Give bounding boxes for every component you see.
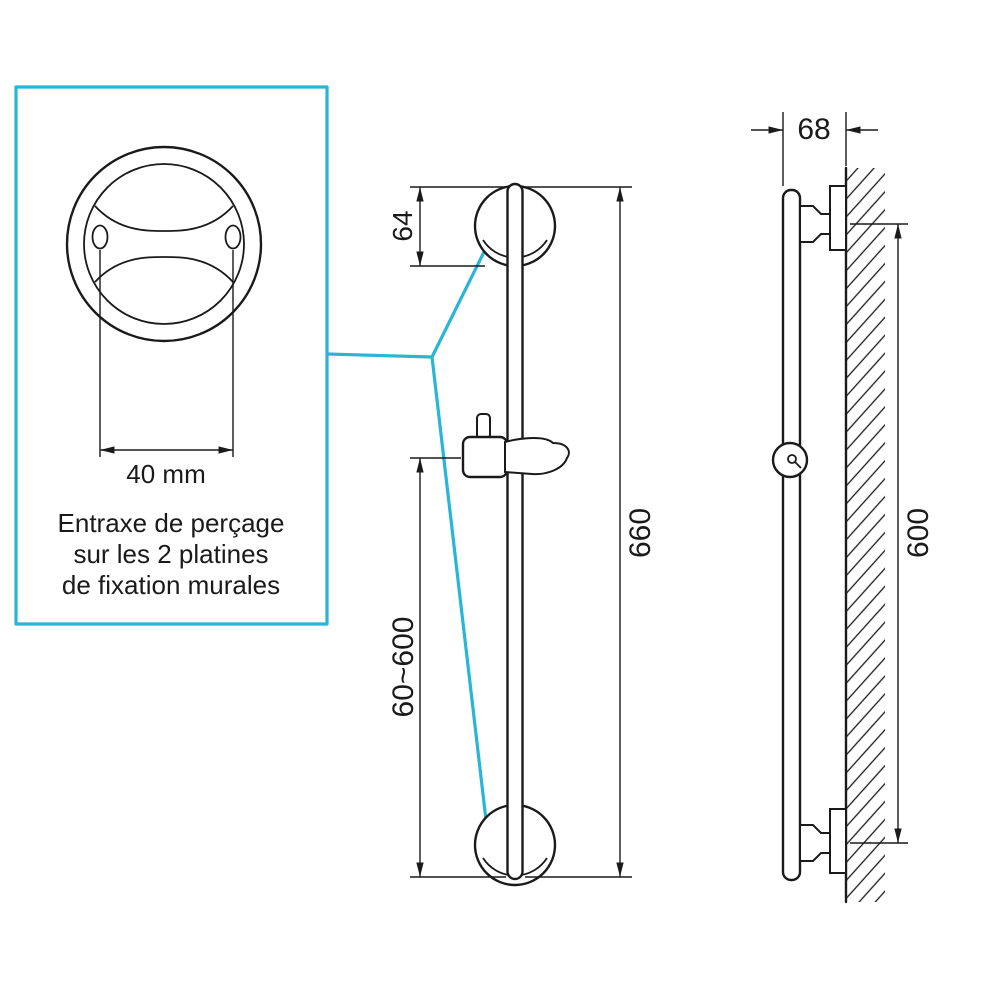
leader-line-to-bottom-plate bbox=[430, 356, 488, 821]
depth-label: 68 bbox=[797, 113, 830, 146]
detail-caption-line3: de fixation murales bbox=[62, 570, 280, 600]
leader-line-to-top-plate bbox=[326, 251, 486, 359]
wall-plate-inner-circle bbox=[83, 163, 245, 325]
fixing-distance-label: 600 bbox=[902, 508, 935, 558]
slide-bar bbox=[506, 182, 524, 881]
slider-lock-knob bbox=[476, 413, 491, 440]
detail-caption-line2: sur les 2 platines bbox=[73, 539, 268, 569]
screw-hole-right bbox=[224, 224, 242, 250]
plate-diameter-label: 64 bbox=[387, 210, 418, 241]
slide-bar-side bbox=[781, 188, 802, 882]
plate-bottom-contour bbox=[94, 256, 234, 283]
screw-hole-left bbox=[91, 224, 109, 250]
slider-knob-side bbox=[771, 441, 809, 479]
hole-spacing-label: 40 mm bbox=[126, 459, 205, 489]
front-view: 64 660 60~600 bbox=[387, 182, 657, 887]
wall-hatching bbox=[847, 168, 885, 902]
slider-travel-label: 60~600 bbox=[387, 617, 420, 718]
wall-plate-outer-circle bbox=[65, 145, 263, 343]
slider-body bbox=[461, 435, 509, 479]
side-view: 68 600 bbox=[751, 112, 935, 904]
bottom-bracket-arm bbox=[799, 824, 831, 862]
handset-holder bbox=[504, 437, 570, 476]
detail-leader-lines bbox=[326, 251, 488, 821]
plate-top-contour bbox=[94, 205, 234, 232]
bottom-wall-plate-side bbox=[829, 808, 847, 874]
top-wall-plate-side bbox=[829, 185, 847, 251]
knob-screw-dot bbox=[787, 454, 797, 464]
bar-length-label: 660 bbox=[624, 508, 657, 558]
detail-panel: 40 mm Entraxe de perçage sur les 2 plati… bbox=[14, 85, 329, 626]
detail-caption-line1: Entraxe de perçage bbox=[58, 508, 285, 538]
top-bracket-arm bbox=[799, 205, 831, 243]
knob-screw-tail bbox=[794, 461, 802, 469]
